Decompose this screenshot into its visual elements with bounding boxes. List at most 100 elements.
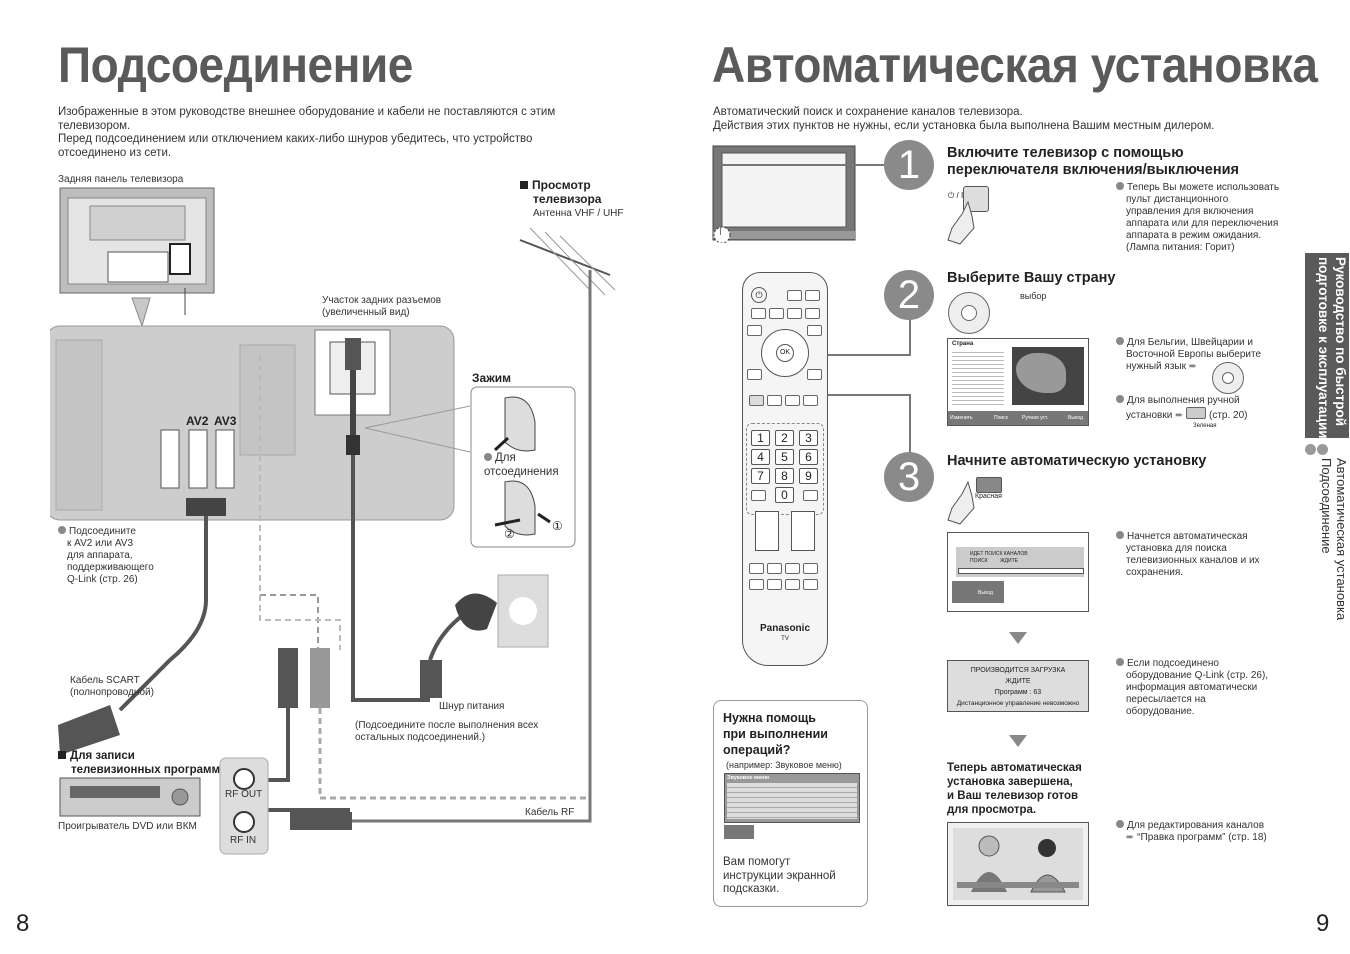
- remote-key-0[interactable]: 0: [775, 487, 794, 503]
- bullet-icon: [1317, 444, 1328, 455]
- viewing-title: Просмотр телевизора: [520, 178, 601, 206]
- remote-button[interactable]: [767, 563, 782, 574]
- hand-press-icon: [947, 200, 975, 245]
- remote-key-2[interactable]: 2: [775, 430, 794, 446]
- side-tab-item-auto-setup: Автоматическая установка: [1334, 458, 1349, 621]
- remote-control: ⏻ OK 1 2 3 4 5 6 7 8 9 0 Panasonic TV: [742, 272, 828, 666]
- help-text-line: Вам помогут: [723, 856, 791, 868]
- remote-red-button[interactable]: [749, 395, 764, 406]
- arrow-icon: ➨: [1188, 361, 1198, 372]
- remote-button[interactable]: [767, 579, 782, 590]
- rf-in-label: RF IN: [230, 835, 257, 846]
- step1-circle: 1: [884, 140, 934, 190]
- side-tab-sections[interactable]: Автоматическая установка Подсоединение: [1305, 444, 1349, 644]
- step3-title: Начните автоматическую установку: [947, 453, 1207, 469]
- remote-button[interactable]: [785, 563, 800, 574]
- remote-button[interactable]: [749, 563, 764, 574]
- red-button-icon: [976, 477, 1002, 493]
- connector-area-label: Участок задних разъемов (увеличенный вид…: [322, 295, 442, 318]
- bullet-icon: [1116, 337, 1124, 345]
- bullet-icon: [484, 453, 492, 461]
- setup-complete-text: Теперь автоматическая установка завершен…: [947, 762, 1082, 816]
- remote-button[interactable]: [747, 369, 762, 380]
- remote-button[interactable]: [787, 308, 802, 319]
- clamp-title: Зажим: [472, 371, 511, 385]
- step3-circle: 3: [884, 452, 934, 502]
- clamp-step1: ①: [552, 519, 563, 533]
- arrow-icon: ➨: [1126, 832, 1135, 843]
- search-screen: ИДЕТ ПОИСК КАНАЛОВ ПОИСК ЖДИТЕ Выход: [947, 532, 1089, 612]
- remote-channel-rocker[interactable]: [791, 511, 815, 551]
- remote-button[interactable]: [785, 579, 800, 590]
- help-example: (например: Звуковое меню): [726, 760, 842, 770]
- remote-key-4[interactable]: 4: [751, 449, 770, 465]
- clamp-step2: ②: [504, 527, 515, 541]
- remote-button[interactable]: [787, 290, 802, 301]
- clamp-release-label: Для отсоединения: [484, 452, 559, 478]
- qlink-connect-note: Подсоедините к AV2 или AV3 для аппарата,…: [58, 526, 168, 586]
- remote-key-9[interactable]: 9: [799, 468, 818, 484]
- remote-key-3[interactable]: 3: [799, 430, 818, 446]
- remote-button[interactable]: [747, 325, 762, 336]
- step1-note: Теперь Вы можете использовать пульт дист…: [1116, 182, 1296, 254]
- bullet-icon: [1116, 395, 1124, 403]
- remote-button[interactable]: [805, 290, 820, 301]
- remote-tv-label: TV: [781, 636, 789, 642]
- help-box: Нужна помощь при выполнении операций? (н…: [713, 700, 868, 907]
- remote-button[interactable]: [769, 308, 784, 319]
- side-tab-quick-guide[interactable]: Руководство по быстрой подготовке к эксп…: [1305, 253, 1349, 439]
- country-menu-screen: Страна Изменить Поиск Ручная уст. Выход: [947, 338, 1089, 426]
- remote-button[interactable]: [807, 325, 822, 336]
- scart-cable-label: Кабель SCART (полнопроводной): [70, 675, 154, 698]
- remote-button[interactable]: [749, 579, 764, 590]
- rear-panel-label: Задняя панель телевизора: [58, 174, 184, 185]
- left-intro: Изображенные в этом руководстве внешнее …: [58, 106, 556, 159]
- step3-note-c: Для редактирования каналов ➨ “Правка про…: [1116, 820, 1296, 844]
- bullet-icon: [1116, 658, 1124, 666]
- download-screen: ПРОИЗВОДИТСЯ ЗАГРУЗКА ЖДИТЕ Программ : 6…: [947, 660, 1089, 712]
- av3-label: AV3: [214, 414, 237, 428]
- connection-diagram: [50, 187, 616, 855]
- help-title-line: операций?: [723, 743, 791, 757]
- remote-key-1[interactable]: 1: [751, 430, 770, 446]
- remote-blue-button[interactable]: [803, 395, 818, 406]
- remote-green-button[interactable]: [767, 395, 782, 406]
- remote-button[interactable]: [803, 563, 818, 574]
- tv-front-illustration: [712, 145, 856, 243]
- red-label: Красная: [975, 493, 1002, 500]
- help-title-line: Нужна помощь: [723, 711, 816, 725]
- recording-title: Для записи телевизионных программ: [58, 749, 220, 777]
- antenna-label: Антенна VHF / UHF: [533, 208, 624, 219]
- remote-key-8[interactable]: 8: [775, 468, 794, 484]
- step2-note-a: Для Бельгии, Швейцарии и Восточной Европ…: [1116, 337, 1296, 373]
- step1-title: Включите телевизор с помощью переключате…: [947, 145, 1239, 178]
- remote-button[interactable]: [803, 579, 818, 590]
- square-bullet-icon: [520, 181, 528, 189]
- dvd-label: Проигрыватель DVD или ВКМ: [58, 821, 197, 832]
- help-text-line: подсказки.: [723, 883, 780, 895]
- remote-dpad[interactable]: OK: [761, 329, 809, 377]
- remote-key-6[interactable]: 6: [799, 449, 818, 465]
- right-page-title: Автоматическая установка: [712, 37, 1318, 93]
- remote-power-button[interactable]: ⏻: [751, 287, 767, 303]
- square-bullet-icon: [58, 751, 66, 759]
- remote-button[interactable]: [807, 369, 822, 380]
- remote-ok-button[interactable]: OK: [776, 344, 794, 362]
- remote-volume-rocker[interactable]: [755, 511, 779, 551]
- remote-button[interactable]: [803, 490, 818, 501]
- remote-key-5[interactable]: 5: [775, 449, 794, 465]
- remote-button[interactable]: [751, 490, 766, 501]
- remote-yellow-button[interactable]: [785, 395, 800, 406]
- rf-out-label: RF OUT: [225, 789, 263, 800]
- sound-menu-screen: Звуковое меню: [724, 773, 860, 823]
- bullet-icon: [1305, 444, 1316, 455]
- remote-key-7[interactable]: 7: [751, 468, 770, 484]
- remote-button[interactable]: [805, 308, 820, 319]
- power-note: (Подсоедините после выполнения всех оста…: [355, 720, 539, 743]
- remote-button[interactable]: [751, 308, 766, 319]
- left-page-title: Подсоединение: [58, 37, 413, 93]
- right-intro: Автоматический поиск и сохранение канало…: [713, 106, 1215, 132]
- tv-program-image: [947, 822, 1089, 906]
- bullet-icon: [1116, 531, 1124, 539]
- step2-note-b: Для выполнения ручной установки ➨ (стр. …: [1116, 395, 1296, 422]
